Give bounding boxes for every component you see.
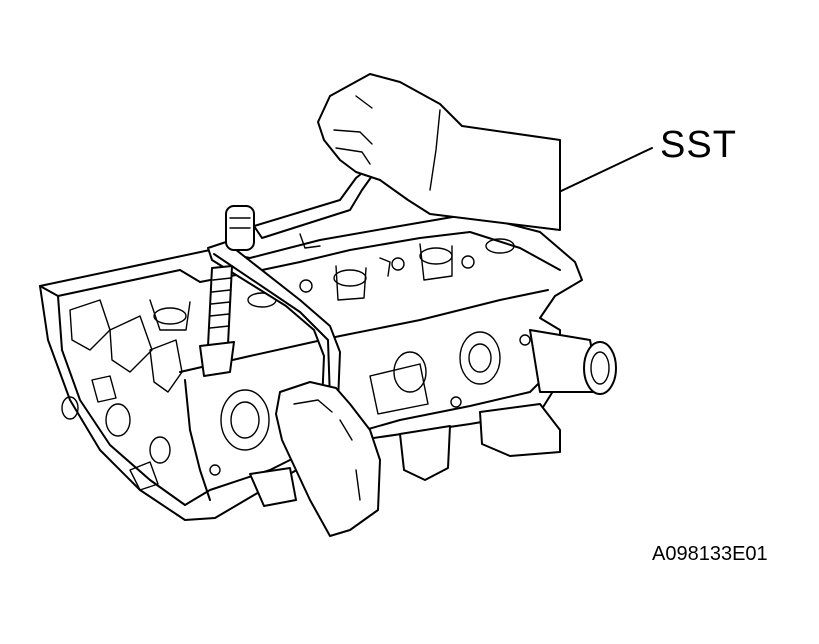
top-deck-detail — [149, 233, 515, 331]
lower-hand — [275, 381, 381, 537]
upper-hand — [317, 73, 561, 231]
sst-callout-label: SST — [660, 124, 737, 166]
t-handle — [253, 169, 373, 239]
side-ports — [209, 331, 531, 476]
front-face-detail — [61, 299, 183, 491]
water-outlet — [529, 329, 617, 395]
figure-id-label: A098133E01 — [652, 543, 768, 565]
mounting-feet — [249, 403, 561, 507]
